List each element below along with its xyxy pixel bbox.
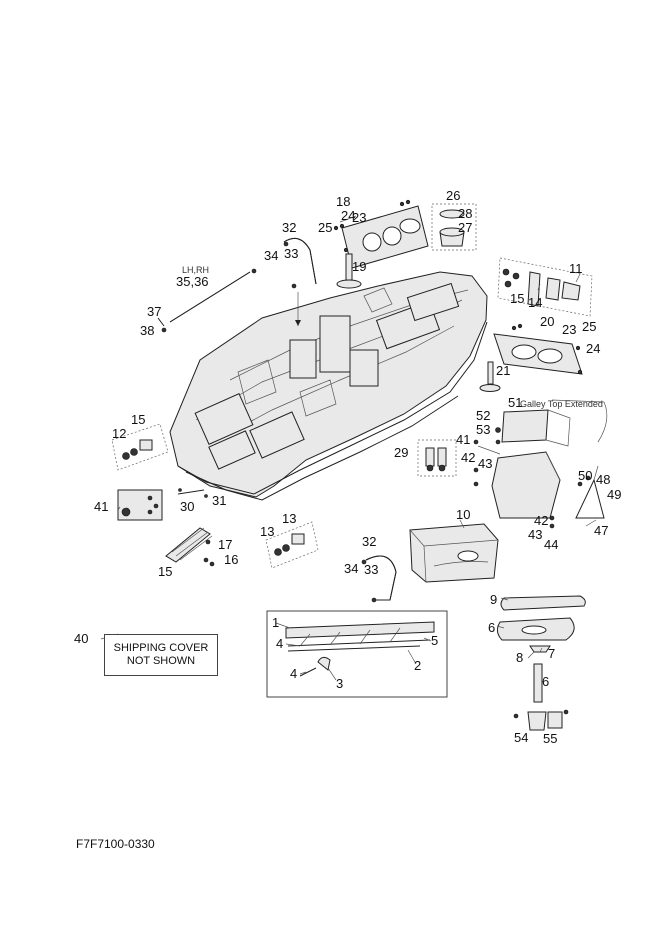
callout-2: 2 — [414, 658, 421, 673]
callout-30: 30 — [180, 499, 194, 514]
callout-41-lower: 42 — [534, 513, 548, 528]
hinge-13-15-lower — [265, 521, 319, 569]
callout-28: 28 — [458, 206, 472, 221]
callout-4-upper: 4 — [276, 636, 283, 651]
callout-48: 51 — [508, 395, 522, 410]
bracket-45-46-47 — [575, 475, 605, 519]
callout-34-lower: 34 — [344, 561, 358, 576]
callout-47: 50 — [578, 468, 592, 483]
callout-15-left: 15 — [131, 412, 145, 427]
pedestal-20 — [336, 253, 362, 289]
callout-29: 29 — [394, 445, 408, 460]
callout-40: 40 — [74, 631, 88, 646]
callout-44: 47 — [594, 523, 608, 538]
callout-22: 21 — [496, 363, 510, 378]
callout-9: 8 — [516, 650, 523, 665]
grab-handle-32-33-34-lower — [361, 555, 397, 603]
callout-43-top: 43 — [478, 456, 492, 471]
shipping-cover-note-box: SHIPPING COVER NOT SHOWN — [104, 634, 218, 676]
hinge-13-15-left — [111, 423, 169, 471]
callout-32-top: 32 — [282, 220, 296, 235]
plate-39 — [117, 489, 163, 521]
cup-insert-26-27-28 — [431, 203, 477, 251]
callout-3: 3 — [336, 676, 343, 691]
callout-25-right: 25 — [582, 319, 596, 334]
bracket-29 — [417, 439, 457, 477]
galley-top-48 — [495, 399, 608, 447]
galley-assembly-6-10 — [496, 595, 586, 731]
callout-35-36: 35,36 — [176, 274, 209, 289]
callout-15-top: 15 — [510, 291, 524, 306]
callout-13-left: 12 — [112, 426, 126, 441]
galley-cabinet-44 — [473, 439, 561, 529]
callout-38: 38 — [140, 323, 154, 338]
callout-12: 11 — [569, 261, 583, 276]
callout-11: 10 — [456, 507, 470, 522]
callout-4-lower: 4 — [290, 666, 297, 681]
callout-31: 31 — [212, 493, 226, 508]
callout-33-lower: 33 — [364, 562, 378, 577]
boat-hull-drawing — [169, 271, 488, 501]
callout-leaders — [100, 273, 599, 681]
callout-46: 49 — [607, 487, 621, 502]
callout-15-lower: 13 — [282, 511, 296, 526]
callout-34-top: 34 — [264, 248, 278, 263]
shipping-cover-line1: SHIPPING COVER — [113, 642, 209, 654]
callout-6: 6 — [542, 674, 549, 689]
callout-18: 17 — [218, 537, 232, 552]
grab-handle-32-33-34-top — [283, 237, 317, 326]
callout-49: 52 — [476, 408, 490, 423]
callout-23: 23 — [352, 210, 366, 225]
callout-14: 14 — [528, 295, 542, 310]
callout-19: 18 — [336, 194, 350, 209]
callout-10: 9 — [490, 592, 497, 607]
callout-27: 27 — [458, 220, 472, 235]
callout-52: 55 — [543, 731, 557, 746]
callout-50: 53 — [476, 422, 490, 437]
callout-26: 26 — [446, 188, 460, 203]
callout-42-top: 42 — [461, 450, 475, 465]
callout-8: 7 — [548, 646, 555, 661]
cupholder-tray-21 — [479, 323, 583, 392]
callout-41-top: 41 — [456, 432, 470, 447]
diagram-code: F7F7100-0330 — [76, 837, 155, 851]
cooler-11 — [409, 523, 499, 583]
side-note-label: LH,RH — [182, 265, 209, 275]
trim-kit-1-5 — [266, 610, 448, 698]
callout-39: 41 — [94, 499, 108, 514]
ladder-16-17-18 — [165, 527, 215, 567]
callout-17: 16 — [224, 552, 238, 567]
callout-21: 20 — [540, 314, 554, 329]
shipping-cover-line2: NOT SHOWN — [126, 655, 196, 667]
fastener-30-31 — [177, 488, 208, 498]
callout-37: 37 — [147, 304, 161, 319]
callout-7: 6 — [488, 620, 495, 635]
callout-24: 24 — [341, 208, 355, 223]
callout-43-lower: 44 — [544, 537, 558, 552]
callout-45: 48 — [596, 472, 610, 487]
callout-5: 5 — [431, 633, 438, 648]
galley-note-label: Galley Top Extended — [520, 399, 603, 409]
callout-33-top: 33 — [284, 246, 298, 261]
callout-42-lower: 43 — [528, 527, 542, 542]
callout-32-lower: 32 — [362, 534, 376, 549]
callout-23-right: 23 — [562, 322, 576, 337]
hinge-plate-12-14-15 — [497, 257, 593, 317]
callout-numbers: 24 18 23 25 19 26 28 27 32 34 33 35,36 3… — [74, 188, 621, 746]
callout-13-lower: 13 — [260, 524, 274, 539]
callout-24-right: 24 — [586, 341, 600, 356]
callout-16: 15 — [158, 564, 172, 579]
cupholder-tray-19 — [333, 199, 429, 269]
callout-1: 1 — [272, 615, 279, 630]
callout-25: 25 — [318, 220, 332, 235]
callout-51: 54 — [514, 730, 528, 745]
callout-20: 19 — [352, 259, 366, 274]
grab-rail-35-36 — [157, 268, 257, 333]
